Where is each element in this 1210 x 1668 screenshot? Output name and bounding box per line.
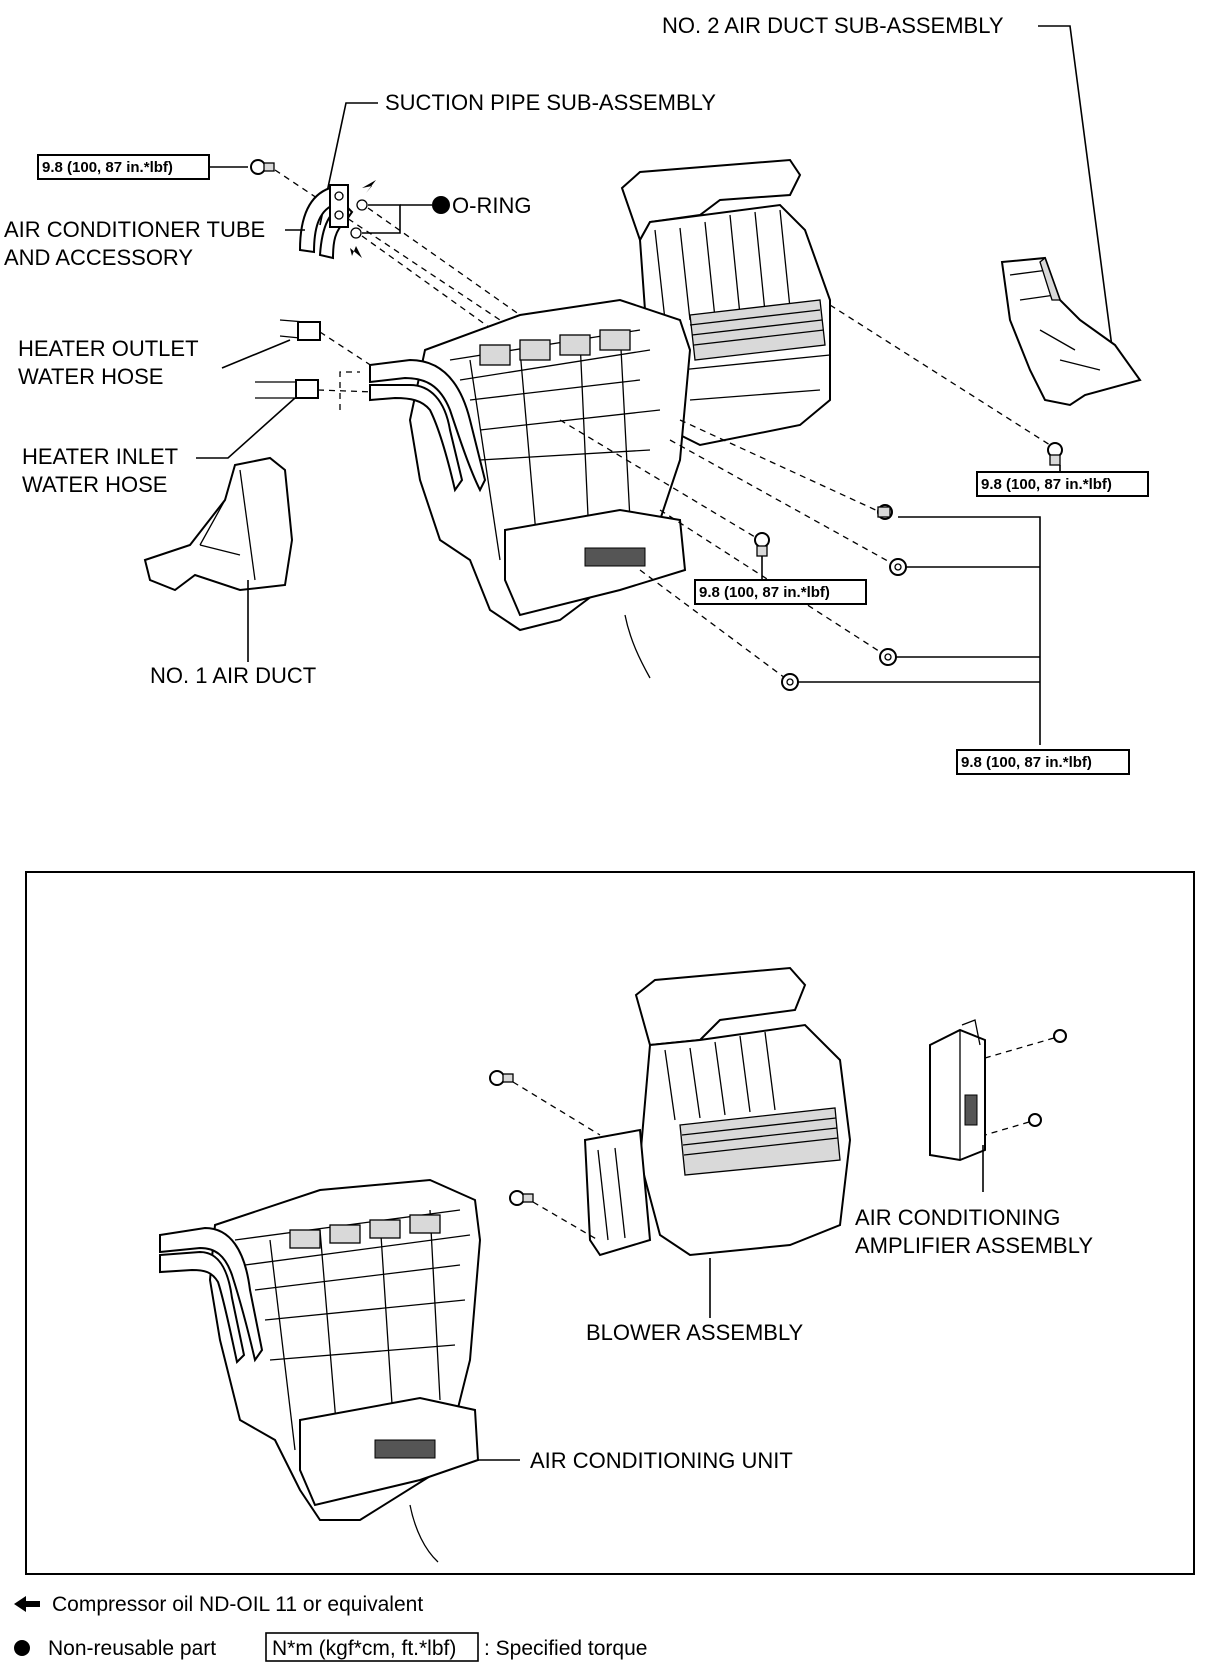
label-heater-inlet-1: HEATER INLET xyxy=(22,444,178,469)
heater-hoses-part xyxy=(255,319,376,410)
oil-arrow-icon-upper xyxy=(362,180,376,193)
label-heater-outlet-1: HEATER OUTLET xyxy=(18,336,199,361)
hvac-unit-top-part xyxy=(369,158,831,679)
suction-pipe-part xyxy=(298,184,354,260)
bolt-top-left xyxy=(250,159,275,175)
blower-assembly-part xyxy=(583,966,852,1257)
torque-box-right-1 xyxy=(976,471,1149,497)
label-ac-tube-2: AND ACCESSORY xyxy=(4,245,193,270)
leader-no2-air-duct xyxy=(1038,25,1116,371)
oil-arrow-legend-icon xyxy=(14,1596,40,1612)
screw-blower-2 xyxy=(509,1190,534,1206)
screw-amplifier-1 xyxy=(1053,1029,1067,1043)
legend-non-reusable: Non-reusable part xyxy=(48,1637,216,1660)
torque-box-middle xyxy=(694,579,867,605)
ac-unit-part xyxy=(159,1178,482,1563)
torque-bottom-right: 9.8 (100, 87 in.*lbf) xyxy=(961,754,1092,771)
non-reusable-dot-icon xyxy=(432,196,450,214)
non-reusable-legend-icon xyxy=(14,1640,30,1656)
legend-specified-torque: : Specified torque xyxy=(484,1637,647,1660)
dash-bolt-top-left xyxy=(274,169,501,321)
nut-right-2 xyxy=(781,673,799,691)
label-no2-air-duct: NO. 2 AIR DUCT SUB-ASSEMBLY xyxy=(662,13,1004,38)
bolt-middle xyxy=(754,532,770,557)
torque-right-1: 9.8 (100, 87 in.*lbf) xyxy=(981,476,1112,493)
legend-torque-box xyxy=(265,1632,479,1662)
label-ac-unit: AIR CONDITIONING UNIT xyxy=(530,1448,793,1473)
dash-nut-1 xyxy=(669,439,896,566)
bolt-right-2 xyxy=(877,504,893,520)
leader-heater-outlet xyxy=(221,339,291,369)
no1-air-duct-part xyxy=(143,456,294,592)
label-heater-outlet-2: WATER HOSE xyxy=(18,364,163,389)
leader-o-ring-bracket xyxy=(362,204,401,234)
dash-nut-2 xyxy=(639,569,786,679)
screw-blower-1 xyxy=(489,1070,514,1086)
screw-amplifier-2 xyxy=(1028,1113,1042,1127)
torque-box-bottom-right xyxy=(956,749,1130,775)
dash-o-ring-upper xyxy=(367,207,521,316)
label-heater-inlet-2: WATER HOSE xyxy=(22,472,167,497)
dash-screw-amplifier-2 xyxy=(984,1121,1030,1136)
leader-heater-inlet xyxy=(196,397,296,459)
dash-bolt-2 xyxy=(679,419,881,513)
nut-right-1 xyxy=(889,558,907,576)
ac-amplifier-part xyxy=(929,1019,986,1162)
oil-arrow-icon-lower xyxy=(350,246,362,258)
label-amplifier-1: AIR CONDITIONING xyxy=(855,1205,1060,1230)
label-ac-tube-1: AIR CONDITIONER TUBE xyxy=(4,217,265,242)
no2-air-duct-part xyxy=(1000,256,1142,407)
label-no1-air-duct: NO. 1 AIR DUCT xyxy=(150,663,316,688)
dash-screw-blower-1 xyxy=(512,1081,601,1136)
torque-middle: 9.8 (100, 87 in.*lbf) xyxy=(699,584,830,601)
legend-compressor-oil: Compressor oil ND-OIL 11 or equivalent xyxy=(52,1593,423,1616)
bolt-right-1 xyxy=(1047,442,1063,466)
legend-torque-unit: N*m (kgf*cm, ft.*lbf) xyxy=(272,1637,456,1660)
dash-bolt-middle xyxy=(559,419,761,541)
label-amplifier-2: AMPLIFIER ASSEMBLY xyxy=(855,1233,1093,1258)
o-ring-parts xyxy=(350,180,376,258)
leader-torque-group xyxy=(898,516,1041,745)
sub-assembly-frame xyxy=(25,871,1195,1575)
torque-top-left: 9.8 (100, 87 in.*lbf) xyxy=(42,159,173,176)
leader-suction-pipe xyxy=(319,102,378,226)
label-suction-pipe: SUCTION PIPE SUB-ASSEMBLY xyxy=(385,90,716,115)
bolt-right-3 xyxy=(879,648,897,666)
label-o-ring: O-RING xyxy=(452,193,531,218)
dash-o-ring-lower xyxy=(361,235,501,336)
label-blower: BLOWER ASSEMBLY xyxy=(586,1320,804,1345)
dash-screw-amplifier-1 xyxy=(984,1037,1055,1059)
dash-screw-blower-2 xyxy=(532,1201,599,1241)
